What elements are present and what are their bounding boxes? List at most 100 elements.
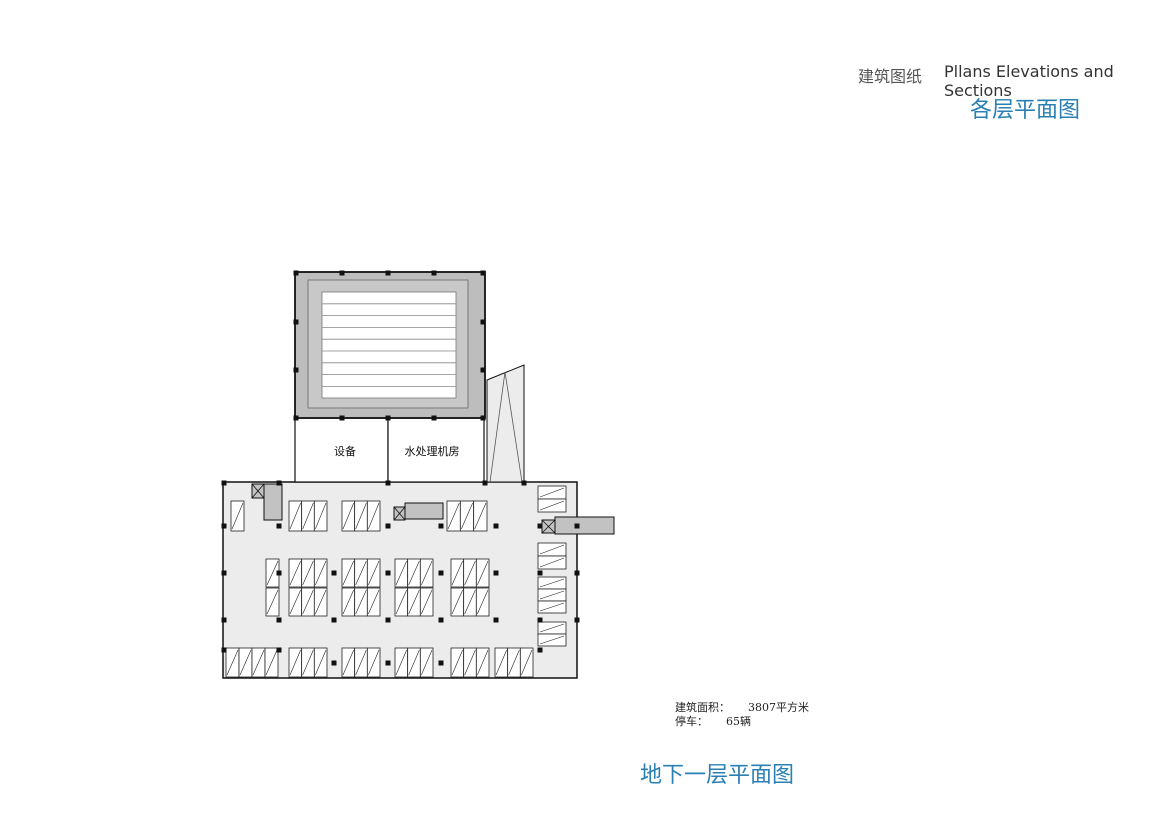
parking-stall-diagonal — [289, 502, 301, 530]
parking-stall-diagonal — [539, 487, 565, 498]
parking-stall-diagonal — [302, 649, 314, 676]
structural-column — [482, 480, 488, 486]
parking-stall-diagonal — [226, 649, 239, 676]
structural-column — [276, 617, 282, 623]
structural-column — [438, 570, 444, 576]
structural-column — [521, 480, 527, 486]
room-label-equipment: 设备 — [334, 444, 356, 458]
parking-stall-diagonal — [342, 502, 354, 530]
area-label: 建筑面积： — [675, 701, 730, 714]
parking-stall-diagonal — [355, 589, 367, 615]
parking-stall-diagonal — [408, 649, 420, 676]
structural-column — [537, 570, 543, 576]
structural-column — [480, 270, 486, 276]
structural-column — [574, 523, 580, 529]
parking-stall-diagonal — [474, 502, 487, 530]
structural-column — [276, 647, 282, 653]
parking-stall-diagonal — [477, 560, 489, 586]
equipment-room — [294, 417, 389, 483]
parking-stall-diagonal — [464, 649, 476, 676]
parking-stall-diagonal — [265, 649, 278, 676]
parking-stall-diagonal — [464, 560, 476, 586]
structural-column — [480, 319, 486, 325]
parking-stall-diagonal — [355, 502, 367, 530]
parking-stall-diagonal — [315, 589, 327, 615]
structural-column — [574, 617, 580, 623]
parking-stall-diagonal — [368, 502, 380, 530]
parking-stall-diagonal — [266, 560, 279, 586]
parking-stall-diagonal — [495, 649, 507, 676]
parking-stall-diagonal — [539, 635, 565, 645]
parking-stall-diagonal — [355, 560, 367, 586]
parking-stall-diagonal — [368, 649, 380, 676]
parking-stall-diagonal — [421, 589, 433, 615]
structural-column — [385, 415, 391, 421]
parking-stall-diagonal — [539, 544, 565, 555]
area-value: 3807平方米 — [748, 701, 809, 714]
parking-stall-diagonal — [461, 502, 473, 530]
structural-column — [385, 570, 391, 576]
drawing-category-cn: 建筑图纸 — [858, 67, 923, 86]
parking-stall-diagonal — [302, 589, 314, 615]
structural-column — [276, 570, 282, 576]
parking-stall-diagonal — [368, 589, 380, 615]
parking-stall-diagonal — [451, 649, 463, 676]
structural-column — [431, 415, 437, 421]
parking-stall-diagonal — [289, 649, 301, 676]
parking-stall-diagonal — [315, 502, 327, 530]
parking-stall-diagonal — [395, 560, 407, 586]
structural-column — [438, 523, 444, 529]
parking-stall-diagonal — [395, 589, 407, 615]
parking-stall-diagonal — [539, 590, 565, 600]
structural-column — [331, 617, 337, 623]
structural-column — [438, 617, 444, 623]
parking-stall-diagonal — [451, 589, 463, 615]
stair-core-east — [554, 516, 615, 535]
structural-column — [385, 660, 391, 666]
drawing-category-en: Pllans Elevations and Sections — [944, 62, 1114, 100]
structural-column — [339, 270, 345, 276]
parking-stall-diagonal — [355, 649, 367, 676]
parking-stall-diagonal — [342, 589, 354, 615]
structural-column — [293, 319, 299, 325]
structural-column — [431, 270, 437, 276]
water-treatment-room — [387, 417, 485, 483]
parking-stall-diagonal — [421, 649, 433, 676]
parking-stall-diagonal — [539, 557, 565, 568]
parking-stall-diagonal — [342, 560, 354, 586]
parking-stall-diagonal — [231, 502, 244, 530]
parking-stall-diagonal — [289, 560, 301, 586]
structural-column — [537, 617, 543, 623]
parking-stall-diagonal — [395, 649, 407, 676]
room-label-water-treatment: 水处理机房 — [405, 444, 460, 458]
building-stats: 建筑面积：3807平方米 停车：65辆 — [675, 701, 809, 729]
parking-stall-diagonal — [315, 560, 327, 586]
parking-stall-diagonal — [539, 578, 565, 588]
structural-column — [276, 523, 282, 529]
plan-caption: 地下一层平面图 — [640, 763, 795, 788]
parking-stall-diagonal — [508, 649, 520, 676]
structural-column — [293, 415, 299, 421]
structural-column — [276, 480, 282, 486]
stair-core-center — [404, 502, 444, 520]
structural-column — [385, 270, 391, 276]
structural-column — [293, 270, 299, 276]
parking-stall-diagonal — [408, 560, 420, 586]
parking-stall-diagonal — [451, 560, 463, 586]
structural-column — [221, 480, 227, 486]
structural-column — [493, 570, 499, 576]
parking-stall-diagonal — [539, 602, 565, 612]
drawing-subtitle: 各层平面图 — [970, 98, 1081, 123]
structural-column — [493, 523, 499, 529]
structural-column — [339, 415, 345, 421]
stair-core-west — [263, 483, 283, 521]
structural-column — [331, 570, 337, 576]
structural-column — [480, 415, 486, 421]
parking-stall-diagonal — [464, 589, 476, 615]
structural-column — [574, 570, 580, 576]
parking-stall-diagonal — [302, 502, 314, 530]
parking-stall-diagonal — [289, 589, 301, 615]
structural-column — [221, 523, 227, 529]
structural-column — [385, 480, 391, 486]
